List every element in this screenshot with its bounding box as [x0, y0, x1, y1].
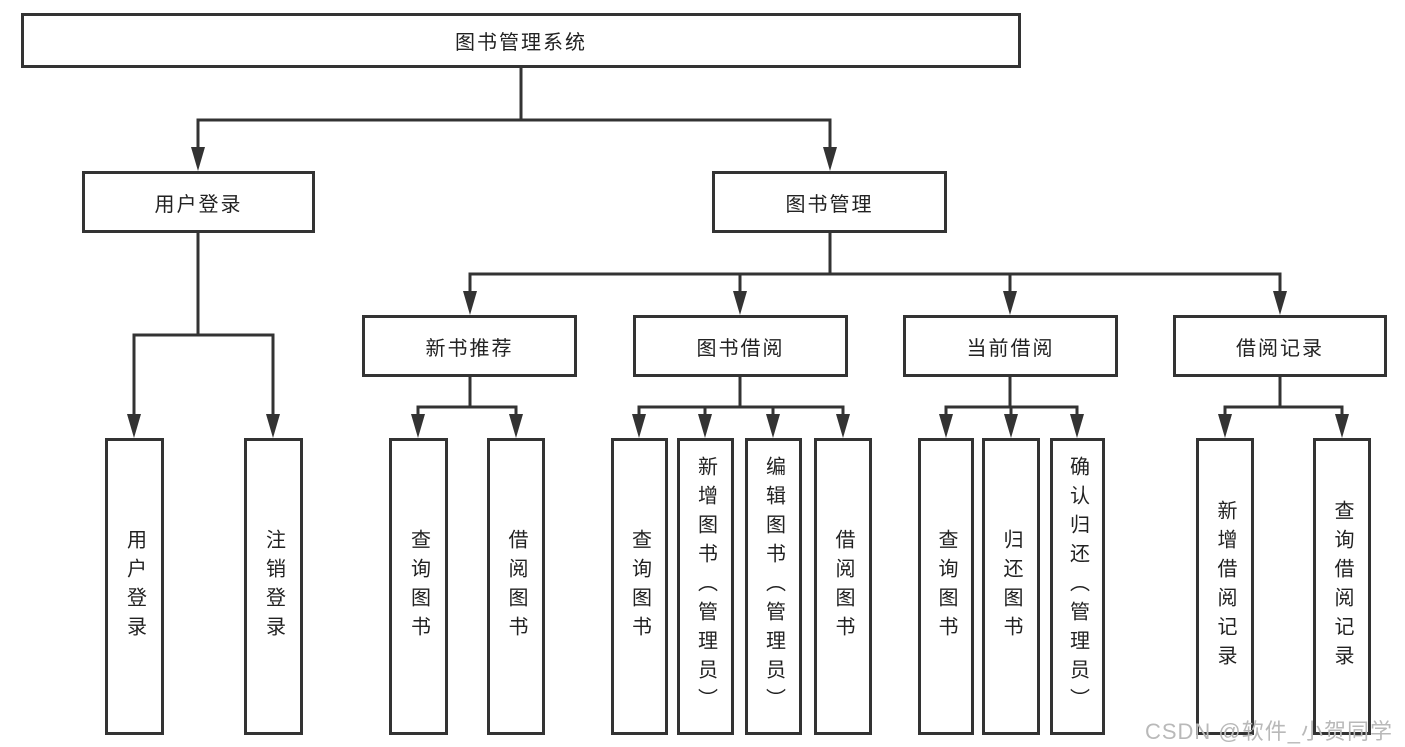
leaf-query-borrow-record: 查询借阅记录 [1313, 438, 1371, 735]
node-user-login: 用户登录 [82, 171, 315, 233]
node-label: 借阅记录 [1236, 337, 1324, 360]
node-book-management: 图书管理 [712, 171, 947, 233]
node-label: 用户登录 [154, 193, 243, 216]
node-new-book-recommendation: 新书推荐 [362, 315, 577, 377]
leaf-borrow-books-recommend: 借阅图书 [487, 438, 545, 735]
node-label: 查询图书 [935, 528, 957, 645]
leaf-edit-book-admin: 编辑图书（管理员） [745, 438, 802, 735]
leaf-return-book: 归还图书 [982, 438, 1040, 735]
node-label: 归还图书 [1000, 528, 1022, 645]
leaf-query-books-current: 查询图书 [918, 438, 974, 735]
leaf-confirm-return-admin: 确认归还（管理员） [1050, 438, 1105, 735]
leaf-add-book-admin: 新增图书（管理员） [677, 438, 734, 735]
node-label: 编辑图书（管理员） [762, 456, 785, 717]
leaf-user-login: 用户登录 [105, 438, 164, 735]
leaf-borrow-books: 借阅图书 [814, 438, 872, 735]
node-label: 图书管理系统 [455, 32, 587, 54]
node-label: 新增借阅记录 [1214, 499, 1236, 674]
node-label: 当前借阅 [966, 337, 1055, 360]
node-book-borrowing: 图书借阅 [633, 315, 848, 377]
node-label: 注销登录 [262, 528, 285, 645]
watermark: CSDN @软件_小贺同学 [1144, 719, 1393, 744]
node-label: 查询借阅记录 [1331, 499, 1353, 674]
node-library-management-system: 图书管理系统 [21, 13, 1021, 68]
node-label: 新书推荐 [425, 337, 514, 360]
node-label: 确认归还（管理员） [1066, 456, 1089, 717]
node-borrowing-records: 借阅记录 [1173, 315, 1387, 377]
node-label: 新增图书（管理员） [694, 456, 717, 717]
node-label: 图书管理 [785, 193, 874, 216]
leaf-logout: 注销登录 [244, 438, 303, 735]
leaf-add-borrow-record: 新增借阅记录 [1196, 438, 1254, 735]
node-label: 借阅图书 [505, 528, 527, 645]
leaf-query-books-borrow: 查询图书 [611, 438, 668, 735]
node-label: 查询图书 [407, 528, 430, 645]
node-current-borrowing: 当前借阅 [903, 315, 1118, 377]
node-label: 查询图书 [628, 528, 651, 645]
node-label: 图书借阅 [696, 337, 785, 360]
node-label: 用户登录 [123, 528, 146, 645]
node-label: 借阅图书 [832, 528, 854, 645]
leaf-query-books-recommend: 查询图书 [389, 438, 448, 735]
